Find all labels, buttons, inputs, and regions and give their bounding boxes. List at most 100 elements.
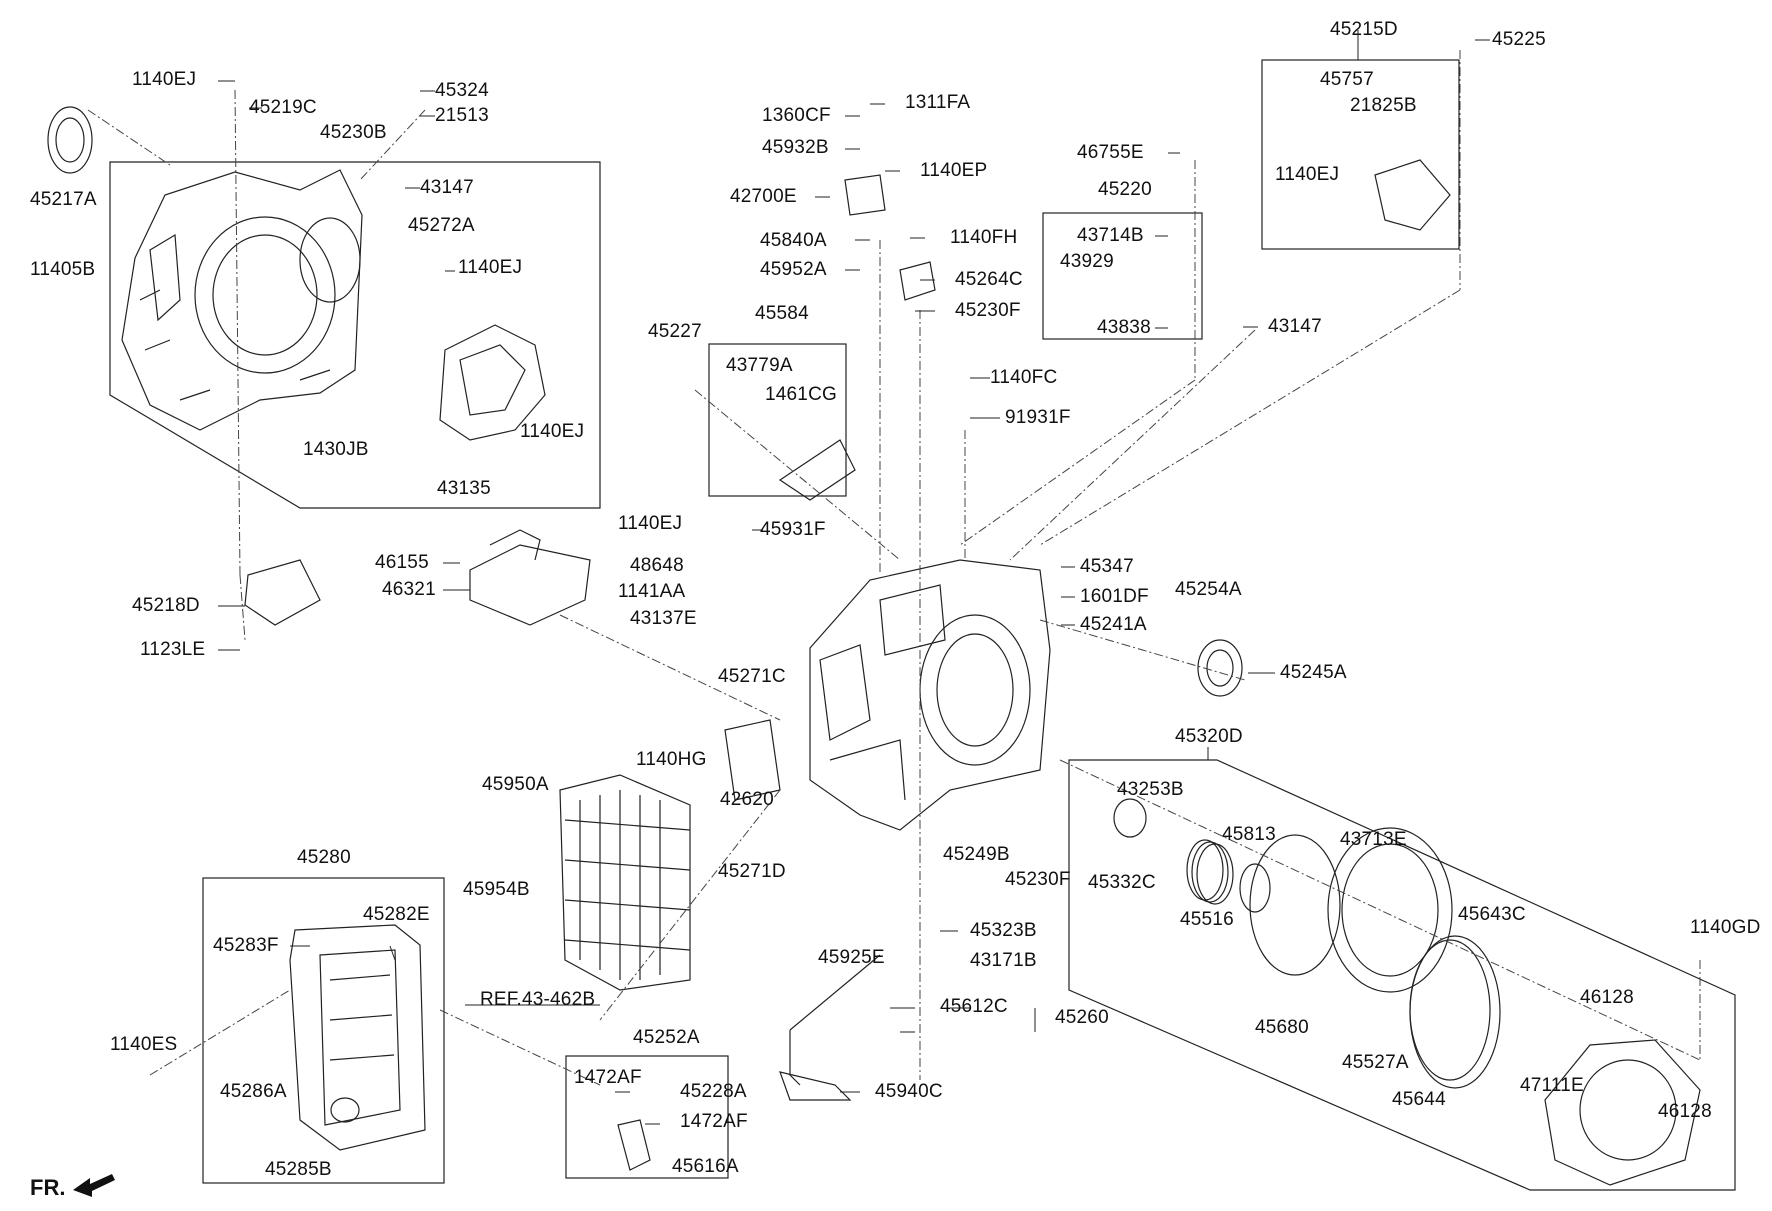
part-label-45320d: 45320D — [1175, 726, 1243, 747]
o-ring-45644-drawing — [1409, 935, 1501, 1089]
part-label-43147: 43147 — [420, 177, 474, 198]
converter-housing-drawing — [121, 169, 363, 431]
part-label-45332c: 45332C — [1088, 872, 1156, 893]
part-label-1360cf: 1360CF — [762, 105, 831, 126]
part-label-43838: 43838 — [1097, 317, 1151, 338]
part-label-45940c: 45940C — [875, 1081, 943, 1102]
part-label-45932b: 45932B — [762, 137, 829, 158]
valve-body-drawing — [559, 774, 691, 991]
part-label-43171b: 43171B — [970, 950, 1037, 971]
part-label-1140fh: 1140FH — [950, 227, 1018, 248]
snap-rings-45516-drawing — [1186, 839, 1224, 901]
part-label-42620: 42620 — [720, 789, 774, 810]
bracket-45218d-drawing — [244, 559, 321, 626]
part-label-45230f-b: 45230F — [1005, 869, 1071, 890]
part-label-1472af: 1472AF — [574, 1067, 642, 1088]
part-label-45264c: 45264C — [955, 269, 1023, 290]
part-label-1461cg: 1461CG — [765, 384, 837, 405]
part-label-91931f: 91931F — [1005, 407, 1071, 428]
part-label-46755e: 46755E — [1077, 142, 1144, 163]
part-label-45952a: 45952A — [760, 259, 827, 280]
part-label-45272a: 45272A — [408, 215, 475, 236]
baffle-plate-43135 — [439, 324, 546, 441]
part-label-45527a: 45527A — [1342, 1052, 1409, 1073]
part-label-43253b: 43253B — [1117, 779, 1184, 800]
part-label-1140gd: 1140GD — [1690, 917, 1761, 938]
part-label-45260: 45260 — [1055, 1007, 1109, 1028]
part-label-43714b: 43714B — [1077, 225, 1144, 246]
pipe-45925e-drawing — [789, 954, 881, 1086]
part-label-1430jb: 1430JB — [303, 439, 369, 460]
part-label-45219c: 45219C — [249, 97, 317, 118]
part-label-45271d: 45271D — [718, 861, 786, 882]
part-label-45954b: 45954B — [463, 879, 530, 900]
oil-filter-46321-drawing — [469, 544, 591, 626]
part-label-46321: 46321 — [382, 579, 436, 600]
part-label-45925e: 45925E — [818, 947, 885, 968]
part-label-45813: 45813 — [1222, 824, 1276, 845]
part-label-46128-b: 46128 — [1658, 1101, 1712, 1122]
part-label-45616a: 45616A — [672, 1156, 739, 1177]
part-label-45757: 45757 — [1320, 69, 1374, 90]
part-label-45227: 45227 — [648, 321, 702, 342]
part-label-43135: 43135 — [437, 478, 491, 499]
part-label-45245a: 45245A — [1280, 662, 1347, 683]
part-label-42700e: 42700E — [730, 186, 797, 207]
bracket-45215d-drawing — [1374, 159, 1451, 231]
hose-45616a-drawing — [617, 1119, 651, 1171]
part-label-45285b: 45285B — [265, 1159, 332, 1180]
part-label-45228a: 45228A — [680, 1081, 747, 1102]
part-label-1140ej: 1140EJ — [132, 69, 197, 90]
part-label-45230b: 45230B — [320, 122, 387, 143]
part-label-1601df: 1601DF — [1080, 586, 1149, 607]
sensor-42700e-drawing — [844, 174, 886, 216]
front-orientation-label: FR. — [30, 1175, 66, 1200]
part-label-45217a: 45217A — [30, 189, 97, 210]
part-label-45612c: 45612C — [940, 996, 1008, 1017]
part-label-1140ej-d: 1140EJ — [1275, 164, 1340, 185]
part-label-43779a: 43779A — [726, 355, 793, 376]
part-label-1123le: 1123LE — [140, 639, 206, 660]
front-arrow-icon — [73, 1174, 115, 1197]
rear-cover-drawing — [1544, 1039, 1701, 1186]
part-label-1140ej-b: 1140EJ — [458, 257, 523, 278]
part-label-1140ej-e: 1140EJ — [618, 513, 683, 534]
part-label-46128: 46128 — [1580, 987, 1634, 1008]
part-label-45840a: 45840A — [760, 230, 827, 251]
part-label-48648: 48648 — [630, 555, 684, 576]
gear-43253b-drawing — [1113, 798, 1147, 838]
part-label-45516: 45516 — [1180, 909, 1234, 930]
part-label-45241a: 45241A — [1080, 614, 1147, 635]
group-frame-45220 — [1042, 212, 1203, 340]
group-frame-45215d — [1261, 59, 1460, 250]
part-label-45225: 45225 — [1492, 29, 1546, 50]
part-label-1140ej-c: 1140EJ — [520, 421, 585, 442]
part-label-45280: 45280 — [297, 847, 351, 868]
part-label-45324: 45324 — [435, 80, 489, 101]
part-label-45220: 45220 — [1098, 179, 1152, 200]
part-label-45931f: 45931F — [760, 519, 826, 540]
part-label-43137e: 43137E — [630, 608, 697, 629]
part-label-43713e: 43713E — [1340, 829, 1407, 850]
part-label-45347: 45347 — [1080, 556, 1134, 577]
part-label-1140hg: 1140HG — [636, 749, 707, 770]
pipe-45264c-drawing — [899, 261, 936, 301]
part-label-43929: 43929 — [1060, 251, 1114, 272]
part-label-45249b: 45249B — [943, 844, 1010, 865]
part-label-45680: 45680 — [1255, 1017, 1309, 1038]
group-frame-45320d — [1068, 759, 1736, 1191]
part-label-1141aa: 1141AA — [618, 581, 686, 602]
reference-label: REF.43-462B — [480, 989, 596, 1010]
part-label-46155: 46155 — [375, 552, 429, 573]
part-label-45323b: 45323B — [970, 920, 1037, 941]
part-label-1472af-b: 1472AF — [680, 1111, 748, 1132]
part-label-43147-b: 43147 — [1268, 316, 1322, 337]
part-label-45218d: 45218D — [132, 595, 200, 616]
part-label-45230f: 45230F — [955, 300, 1021, 321]
part-label-45283f: 45283F — [213, 935, 279, 956]
part-label-45643c: 45643C — [1458, 904, 1526, 925]
bracket-42620-drawing — [724, 719, 781, 801]
part-label-1140fc: 1140FC — [990, 367, 1058, 388]
part-label-21513: 21513 — [435, 105, 489, 126]
